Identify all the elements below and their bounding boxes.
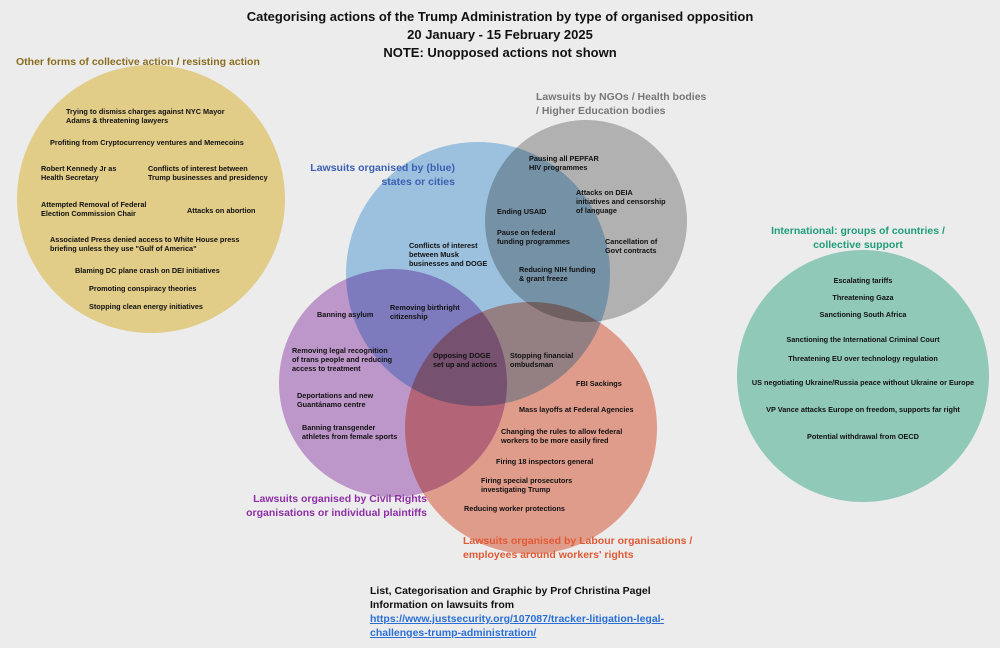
- item-collective: Associated Press denied access to White …: [50, 235, 240, 253]
- item-collective: Stopping clean energy initiatives: [89, 302, 203, 311]
- title-line-1: Categorising actions of the Trump Admini…: [246, 9, 754, 24]
- title-line-3: NOTE: Unopposed actions not shown: [383, 45, 617, 60]
- item-international: US negotiating Ukraine/Russia peace with…: [751, 378, 975, 387]
- credit-block: List, Categorisation and Graphic by Prof…: [370, 584, 664, 640]
- group-label-labour: Lawsuits organised by Labour organisatio…: [463, 535, 693, 561]
- item-ngo: Cancellation of Govt contracts: [605, 237, 658, 255]
- item-collective: Profiting from Cryptocurrency ventures a…: [50, 138, 244, 147]
- item-civil-rights: Banning asylum: [317, 310, 374, 319]
- item-labour: Changing the rules to allow federal work…: [501, 427, 623, 445]
- group-label-ngo: Lawsuits by NGOs / Health bodies / Highe…: [536, 91, 707, 117]
- item-collective: Trying to dismiss charges against NYC Ma…: [66, 107, 225, 125]
- item-states-ngo: Reducing NIH funding & grant freeze: [519, 265, 596, 283]
- item-international: Threatening EU over technology regulatio…: [788, 354, 938, 363]
- item-collective: Conflicts of interest between Trump busi…: [148, 164, 268, 182]
- item-states-labour: Stopping financial ombudsman: [510, 351, 574, 369]
- diagram-title: Categorising actions of the Trump Admini…: [0, 8, 1000, 62]
- item-collective: Attacks on abortion: [187, 206, 256, 215]
- item-collective: Promoting conspiracy theories: [89, 284, 197, 293]
- item-labour: Firing 18 inspectors general: [496, 457, 594, 466]
- item-collective: Robert Kennedy Jr as Health Secretary: [41, 164, 117, 182]
- item-labour: Firing special prosecutors investigating…: [481, 476, 573, 494]
- item-collective: Blaming DC plane crash on DEI initiative…: [75, 266, 220, 275]
- group-label-states: Lawsuits organised by (blue) states or c…: [310, 162, 455, 188]
- item-states-civil: Removing birthright citizenship: [390, 303, 460, 321]
- item-states-ngo: Ending USAID: [497, 207, 547, 216]
- item-ngo: Attacks on DEIA initiatives and censorsh…: [576, 188, 666, 215]
- item-collective: Attempted Removal of Federal Election Co…: [41, 200, 147, 218]
- item-labour: Reducing worker protections: [464, 504, 565, 513]
- group-label-civil-rights: Lawsuits organised by Civil Rights organ…: [246, 493, 427, 519]
- item-states-ngo: Pause on federal funding programmes: [497, 228, 570, 246]
- item-international: Potential withdrawal from OECD: [807, 432, 919, 441]
- circle-collective: [17, 65, 285, 333]
- item-civil-rights: Deportations and new Guantánamo centre: [297, 391, 374, 409]
- title-line-2: 20 January - 15 February 2025: [407, 27, 593, 42]
- item-civil-rights: Banning transgender athletes from female…: [302, 423, 398, 441]
- item-labour: Mass layoffs at Federal Agencies: [519, 405, 634, 414]
- item-labour: FBI Sackings: [576, 379, 622, 388]
- item-civil-rights: Removing legal recognition of trans peop…: [292, 346, 393, 373]
- credit-source-label: Information on lawsuits from: [370, 599, 515, 611]
- item-international: VP Vance attacks Europe on freedom, supp…: [766, 405, 960, 414]
- group-label-collective: Other forms of collective action / resis…: [16, 56, 260, 68]
- item-international: Sanctioning the International Criminal C…: [786, 335, 940, 344]
- item-international: Threatening Gaza: [832, 293, 894, 302]
- group-label-international: International: groups of countries / col…: [771, 225, 945, 251]
- credit-author: List, Categorisation and Graphic by Prof…: [370, 585, 651, 597]
- item-states: Conflicts of interest between Musk busin…: [409, 241, 488, 268]
- source-link[interactable]: https://www.justsecurity.org/107087/trac…: [370, 613, 665, 639]
- item-ngo: Pausing all PEPFAR HIV programmes: [529, 154, 599, 172]
- circle-international: [737, 250, 989, 502]
- item-triple: Opposing DOGE set up and actions: [433, 351, 498, 369]
- item-international: Escalating tariffs: [833, 276, 893, 285]
- circle-labour: [405, 302, 657, 554]
- item-international: Sanctioning South Africa: [819, 310, 907, 319]
